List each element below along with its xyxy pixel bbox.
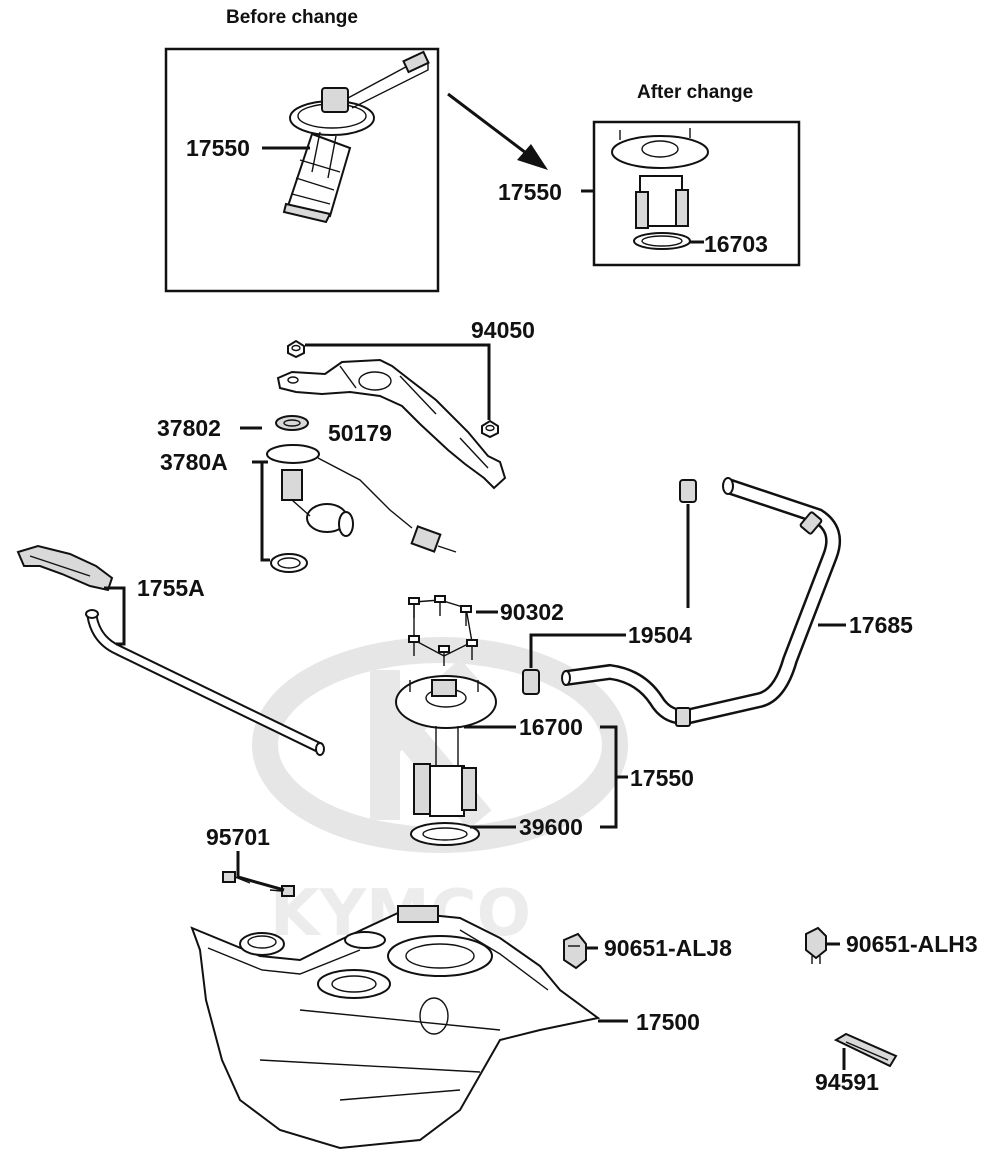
clip-19504-drawing bbox=[522, 479, 697, 695]
inset-after-change: After change 17550 16703 bbox=[498, 82, 801, 267]
leader-95701 bbox=[236, 851, 285, 892]
fuel-hose-17685-drawing bbox=[561, 477, 841, 727]
label-16700: 16700 bbox=[519, 714, 583, 740]
inset-before-change: Before change 17550 bbox=[164, 7, 440, 293]
fuel-pump-17550-drawing bbox=[395, 675, 497, 846]
clip-90651-alj8-drawing bbox=[563, 932, 587, 970]
old-fuel-pump-drawing bbox=[282, 50, 430, 224]
label-19504: 19504 bbox=[628, 622, 692, 648]
leader-19504-bottom bbox=[529, 633, 626, 668]
before-change-caption: Before change bbox=[226, 7, 358, 28]
after-part-label-17550: 17550 bbox=[498, 179, 562, 205]
leader-3780A bbox=[252, 460, 270, 562]
leader-94050 bbox=[305, 343, 491, 420]
strap-94591-drawing bbox=[833, 1032, 898, 1068]
after-change-caption: After change bbox=[637, 82, 753, 103]
label-39600: 39600 bbox=[519, 814, 583, 840]
tray-1755A-drawing bbox=[16, 544, 114, 592]
leader-1755A bbox=[104, 586, 126, 646]
label-94050: 94050 bbox=[471, 317, 535, 343]
before-change-frame bbox=[164, 47, 440, 293]
label-3780A: 3780A bbox=[160, 449, 228, 475]
nut-94050-top bbox=[287, 339, 305, 359]
label-17550: 17550 bbox=[630, 765, 694, 791]
bolts-90302-drawing bbox=[408, 595, 478, 666]
label-1755A: 1755A bbox=[137, 575, 205, 601]
label-50179: 50179 bbox=[328, 420, 392, 446]
ring-37802-drawing bbox=[275, 415, 309, 431]
after-change-frame bbox=[592, 120, 801, 267]
label-95701: 95701 bbox=[206, 824, 270, 850]
change-arrow bbox=[447, 92, 548, 170]
label-90651-alh3: 90651-ALH3 bbox=[846, 931, 978, 957]
fuel-tank-17500-drawing bbox=[190, 905, 601, 1150]
after-seal-label-16703: 16703 bbox=[704, 231, 768, 257]
clip-90651-alh3-drawing bbox=[805, 926, 827, 964]
label-90651-alj8: 90651-ALJ8 bbox=[604, 935, 732, 961]
sender-3780A-drawing bbox=[266, 444, 457, 573]
label-94591: 94591 bbox=[815, 1069, 879, 1095]
arrow-head-icon bbox=[517, 144, 548, 170]
label-90302: 90302 bbox=[500, 599, 564, 625]
bracket-50179-drawing bbox=[276, 358, 507, 490]
new-fuel-pump-drawing bbox=[611, 128, 709, 250]
nut-94050-right bbox=[481, 419, 499, 439]
label-17685: 17685 bbox=[849, 612, 913, 638]
before-part-label-17550: 17550 bbox=[186, 135, 250, 161]
label-17500: 17500 bbox=[636, 1009, 700, 1035]
label-37802: 37802 bbox=[157, 415, 221, 441]
drain-tube-1755A-drawing bbox=[85, 609, 325, 756]
